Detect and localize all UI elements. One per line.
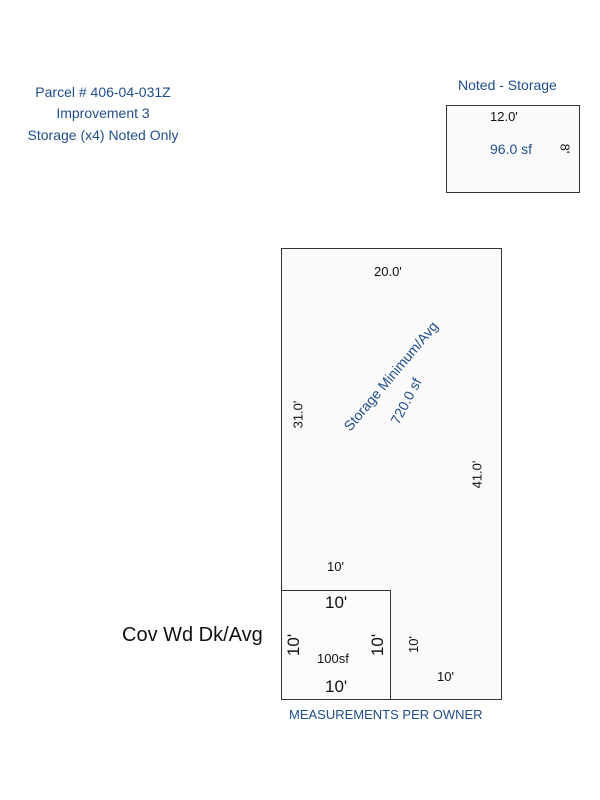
main-storage-left-dim: 31.0' (290, 400, 306, 429)
deck-outline (281, 590, 391, 700)
deck-label: Cov Wd Dk/Avg (122, 624, 263, 646)
deck-top-dim: 10' (325, 593, 348, 612)
noted-storage-width: 12.0' (490, 109, 518, 124)
measurements-note: MEASUREMENTS PER OWNER (289, 707, 483, 722)
main-storage-right-dim: 41.0' (469, 460, 485, 489)
main-storage-top-dim: 20.0' (374, 264, 402, 279)
deck-left-dim: 10' (284, 633, 304, 657)
storage-noted-label: Storage (x4) Noted Only (27, 127, 179, 143)
noted-storage-height: 8' (557, 143, 573, 154)
deck-right-dim: 10' (368, 633, 388, 657)
deck-bottom-dim: 10' (325, 677, 348, 696)
notch-bottom-dim: 10' (437, 669, 454, 684)
notch-top-dim: 10' (327, 559, 344, 574)
noted-storage-box (446, 105, 580, 193)
noted-storage-area: 96.0 sf (490, 141, 533, 157)
noted-storage-title: Noted - Storage (458, 77, 557, 93)
deck-area: 100sf (317, 651, 349, 666)
notch-right-dim: 10' (405, 636, 421, 653)
parcel-number: Parcel # 406-04-031Z (35, 84, 171, 100)
improvement-label: Improvement 3 (56, 105, 150, 121)
